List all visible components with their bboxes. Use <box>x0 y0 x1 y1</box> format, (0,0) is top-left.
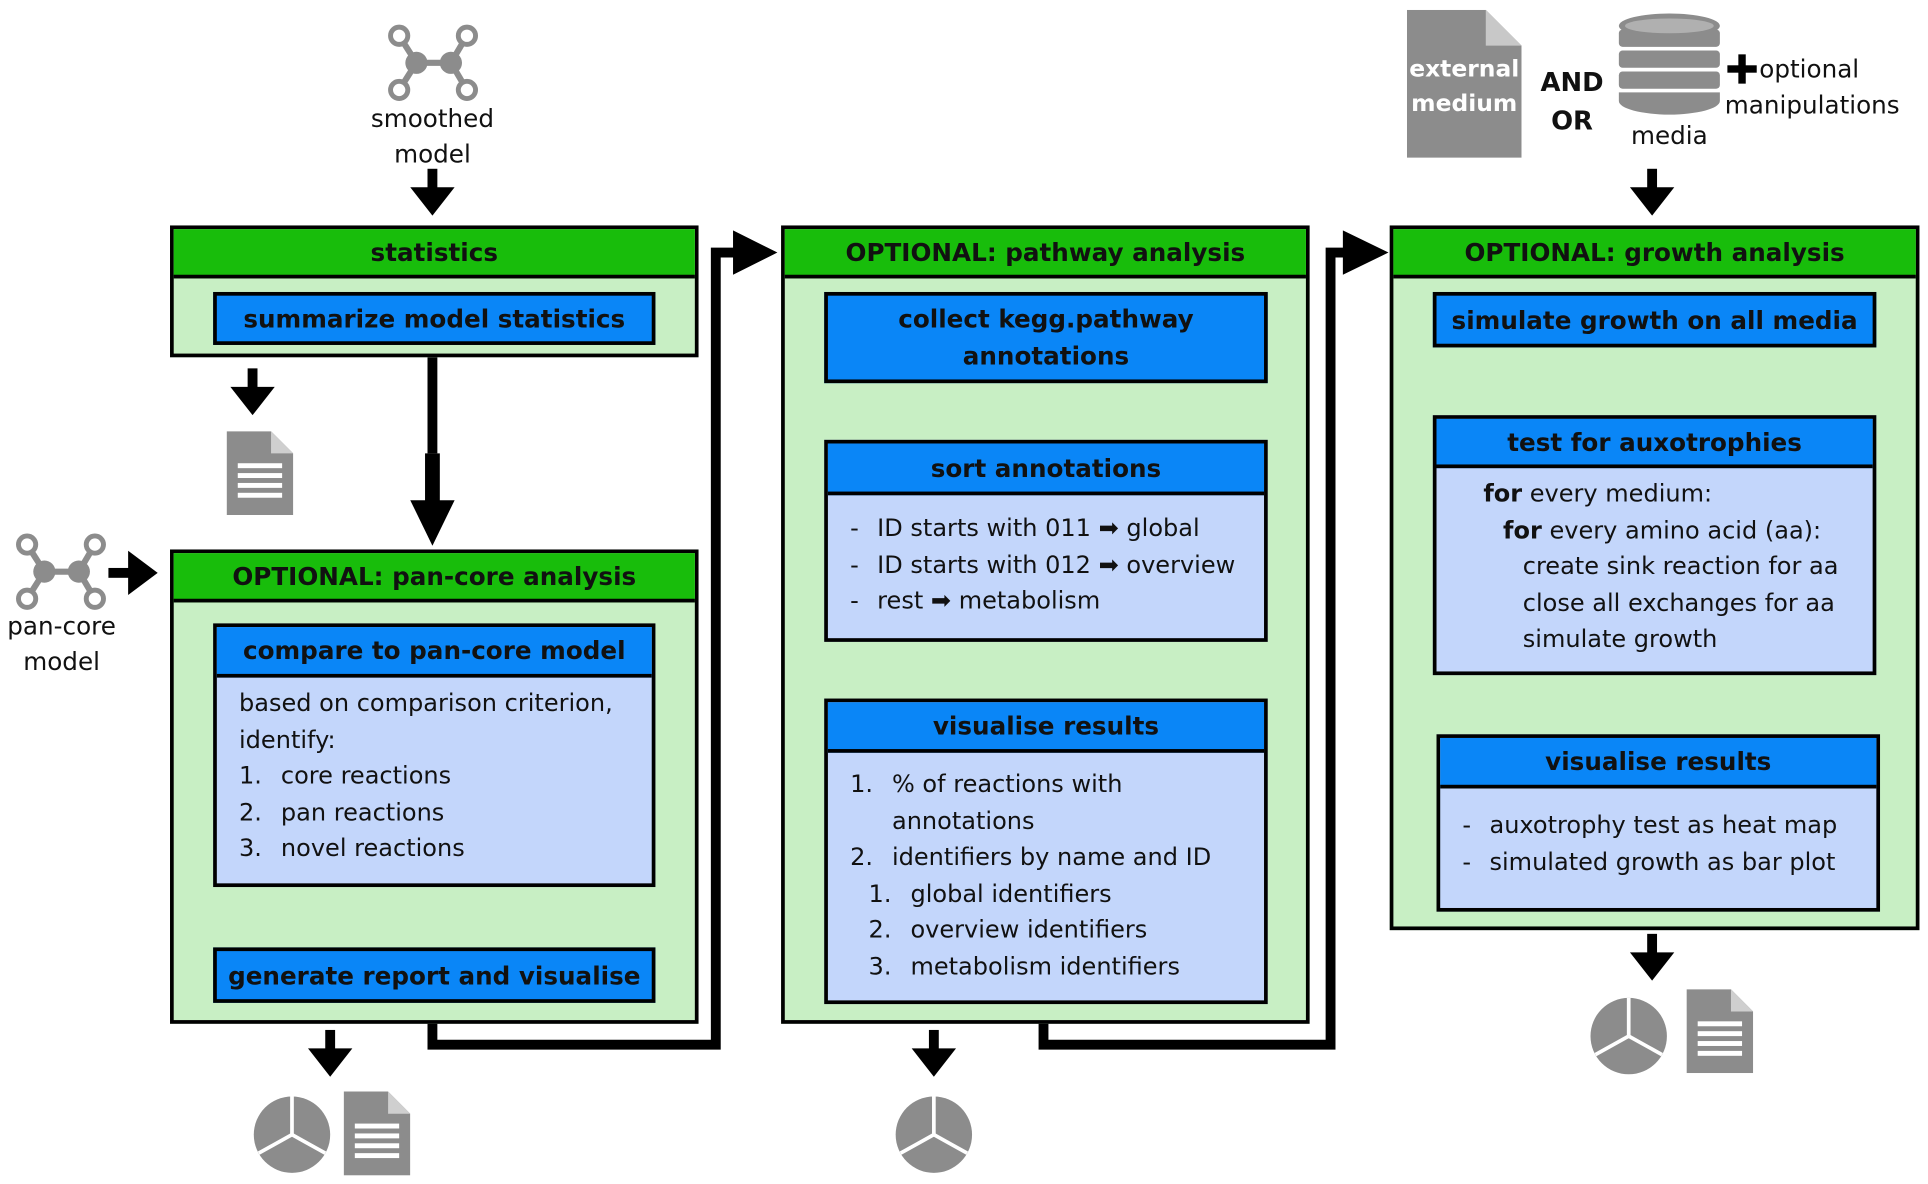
list-item: auxotrophy test as heat map <box>1489 810 1838 839</box>
document-icon <box>1686 989 1754 1074</box>
list-item: overview identifiers <box>910 915 1148 944</box>
generate-report-step: generate report and visualise <box>213 947 656 1003</box>
list-item: simulated growth as bar plot <box>1489 847 1836 876</box>
auxotrophy-card: test for auxotrophies for every medium: … <box>1432 415 1877 676</box>
arrow-right-icon <box>1342 230 1389 275</box>
loop-keyword: for <box>1503 515 1542 544</box>
list-item: pan reactions <box>280 797 445 827</box>
database-icon <box>1618 13 1720 115</box>
optional-manipulations-label: optional manipulations <box>1724 54 1900 120</box>
growth-panel: OPTIONAL: growth analysis simulate growt… <box>1389 225 1920 931</box>
growth-visualise-body: -auxotrophy test as heat map -simulated … <box>1440 788 1876 887</box>
list-item: metabolism <box>958 586 1101 615</box>
arrow-down-icon <box>410 500 455 546</box>
arrow-down-icon <box>410 168 455 216</box>
compare-pan-core-title: compare to pan-core model <box>216 627 652 678</box>
network-icon <box>16 533 106 610</box>
list-item: metabolism identifiers <box>910 951 1180 981</box>
collect-kegg-step: collect kegg.pathway annotations <box>824 291 1268 384</box>
network-icon <box>388 24 479 102</box>
growth-visualise-card: visualise results -auxotrophy test as he… <box>1436 734 1881 912</box>
sort-annotations-body: -ID starts with 011 ➡ global -ID starts … <box>828 495 1264 626</box>
and-or-label: AND OR <box>1540 67 1604 136</box>
loop-step: create sink reaction for aa <box>1522 551 1839 581</box>
loop-text: every amino acid (aa): <box>1541 515 1822 544</box>
list-item: core reactions <box>280 761 452 790</box>
list-item: ID starts with 012 <box>877 550 1091 579</box>
list-item: global identifiers <box>910 879 1112 908</box>
loop-step: simulate growth <box>1522 624 1718 653</box>
arrow-right-icon <box>108 550 158 596</box>
arrow-down-icon <box>1629 168 1675 216</box>
pie-chart-icon <box>253 1096 331 1173</box>
arrow-down-icon <box>911 1029 957 1077</box>
document-icon <box>343 1091 411 1176</box>
pathway-visualise-title: visualise results <box>827 702 1265 753</box>
compare-pan-core-card: compare to pan-core model based on compa… <box>213 623 656 888</box>
statistics-panel-title: statistics <box>173 229 695 279</box>
statistics-panel: statistics summarize model statistics <box>170 225 699 358</box>
loop-step: close all exchanges for aa <box>1522 588 1835 617</box>
auxotrophy-body: for every medium: for every amino acid (… <box>1437 468 1873 665</box>
auxotrophy-title: test for auxotrophies <box>1436 418 1873 469</box>
smoothed-model-label: smoothed model <box>370 103 494 169</box>
arrow-right-icon: ➡ <box>1098 550 1119 579</box>
list-item: identifiers by name and ID <box>891 842 1212 872</box>
arrow-right-icon: ➡ <box>1098 513 1119 543</box>
list-item: novel reactions <box>280 834 465 863</box>
arrow-right-icon: ➡ <box>930 586 952 615</box>
plus-icon <box>1727 54 1757 84</box>
arrow-right-icon <box>733 230 778 275</box>
external-medium-file: external medium <box>1406 9 1522 158</box>
pan-core-panel: OPTIONAL: pan-core analysis compare to p… <box>170 549 699 1024</box>
arrow-down-icon <box>230 368 275 416</box>
sort-annotations-card: sort annotations -ID starts with 011 ➡ g… <box>824 439 1268 642</box>
sort-annotations-title: sort annotations <box>827 443 1265 496</box>
list-item: global <box>1126 513 1200 543</box>
media-label: media <box>1630 120 1708 151</box>
comparison-intro: based on comparison criterion, identify: <box>239 688 613 754</box>
growth-visualise-title: visualise results <box>1440 737 1877 789</box>
pathway-panel: OPTIONAL: pathway analysis collect kegg.… <box>781 225 1310 1024</box>
pathway-visualise-body: 1.% of reactions with annotations 2.iden… <box>828 753 1264 992</box>
external-medium-label: external medium <box>1409 55 1520 118</box>
list-item: % of reactions with annotations <box>891 770 1123 835</box>
pie-chart-icon <box>1590 997 1667 1075</box>
list-item: overview <box>1126 550 1236 579</box>
arrow-down-icon <box>308 1029 353 1077</box>
arrow-down-icon <box>1629 933 1675 981</box>
pan-core-panel-title: OPTIONAL: pan-core analysis <box>173 553 695 603</box>
loop-keyword: for <box>1483 479 1523 508</box>
list-item: rest <box>877 586 924 615</box>
compare-pan-core-body: based on comparison criterion, identify:… <box>217 678 652 875</box>
simulate-growth-step: simulate growth on all media <box>1432 291 1877 348</box>
list-item: ID starts with 011 <box>877 513 1091 543</box>
document-icon <box>1406 9 1522 158</box>
pie-chart-icon <box>895 1096 973 1173</box>
loop-text: every medium: <box>1522 479 1713 508</box>
pathway-visualise-card: visualise results 1.% of reactions with … <box>824 698 1268 1005</box>
growth-panel-title: OPTIONAL: growth analysis <box>1393 229 1916 279</box>
summarize-statistics-step: summarize model statistics <box>213 291 656 345</box>
document-icon <box>226 431 294 515</box>
pan-core-model-label: pan-core model <box>7 611 116 677</box>
pathway-panel-title: OPTIONAL: pathway analysis <box>784 229 1306 279</box>
